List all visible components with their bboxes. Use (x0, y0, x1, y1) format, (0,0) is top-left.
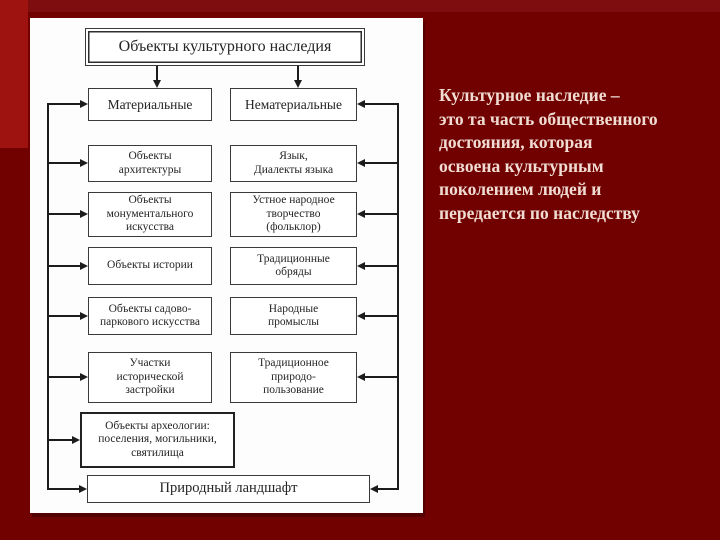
arrowhead-right-icon (80, 262, 88, 270)
connector-line (365, 103, 399, 105)
connector-line (48, 162, 80, 164)
box-garden-park-art-objects: Объекты садово- паркового искусства (88, 297, 212, 335)
box-traditional-rites: Традиционные обряды (230, 247, 357, 285)
connector-line (48, 439, 72, 441)
corner-accent-block (0, 0, 28, 148)
arrowhead-left-icon (357, 312, 365, 320)
arrowhead-right-icon (80, 312, 88, 320)
arrowhead-right-icon (72, 436, 80, 444)
connector-line (397, 103, 399, 490)
connector-line (365, 315, 399, 317)
arrowhead-down-icon (153, 80, 161, 88)
definition-text: Культурное наследие – это та часть общес… (439, 85, 658, 223)
arrowhead-left-icon (357, 159, 365, 167)
box-intangible-header: Нематериальные (230, 88, 357, 121)
connector-line (48, 488, 79, 490)
arrowhead-left-icon (357, 373, 365, 381)
diagram-title-box: Объекты культурного наследия (85, 28, 365, 66)
box-historical-development-areas: Участки исторической застройки (88, 352, 212, 403)
connector-line (48, 315, 80, 317)
connector-line (48, 213, 80, 215)
connector-line (297, 66, 299, 81)
arrowhead-right-icon (80, 100, 88, 108)
arrowhead-right-icon (79, 485, 87, 493)
top-accent-band (0, 0, 720, 12)
box-monumental-art-objects: Объекты монументального искусства (88, 192, 212, 237)
arrowhead-left-icon (370, 485, 378, 493)
box-oral-folklore: Устное народное творчество (фольклор) (230, 192, 357, 237)
box-history-objects: Объекты истории (88, 247, 212, 285)
diagram-panel: Объекты культурного наследия Материальны… (30, 18, 423, 513)
connector-line (48, 376, 80, 378)
arrowhead-left-icon (357, 100, 365, 108)
arrowhead-right-icon (80, 373, 88, 381)
box-natural-landscape: Природный ландшафт (87, 475, 370, 503)
connector-line (378, 488, 399, 490)
box-architecture-objects: Объекты архитектуры (88, 145, 212, 182)
connector-line (48, 265, 80, 267)
box-traditional-nature-use: Традиционное природо- пользование (230, 352, 357, 403)
arrowhead-down-icon (294, 80, 302, 88)
arrowhead-left-icon (357, 262, 365, 270)
connector-line (156, 66, 158, 81)
arrowhead-left-icon (357, 210, 365, 218)
arrowhead-right-icon (80, 159, 88, 167)
arrowhead-right-icon (80, 210, 88, 218)
connector-line (365, 162, 399, 164)
connector-line (365, 265, 399, 267)
box-folk-crafts: Народные промыслы (230, 297, 357, 335)
box-material-header: Материальные (88, 88, 212, 121)
box-language-dialects: Язык, Диалекты языка (230, 145, 357, 182)
connector-line (47, 103, 49, 490)
box-archaeology-objects: Объекты археологии: поселения, могильник… (80, 412, 235, 468)
connector-line (365, 213, 399, 215)
connector-line (365, 376, 399, 378)
connector-line (48, 103, 80, 105)
